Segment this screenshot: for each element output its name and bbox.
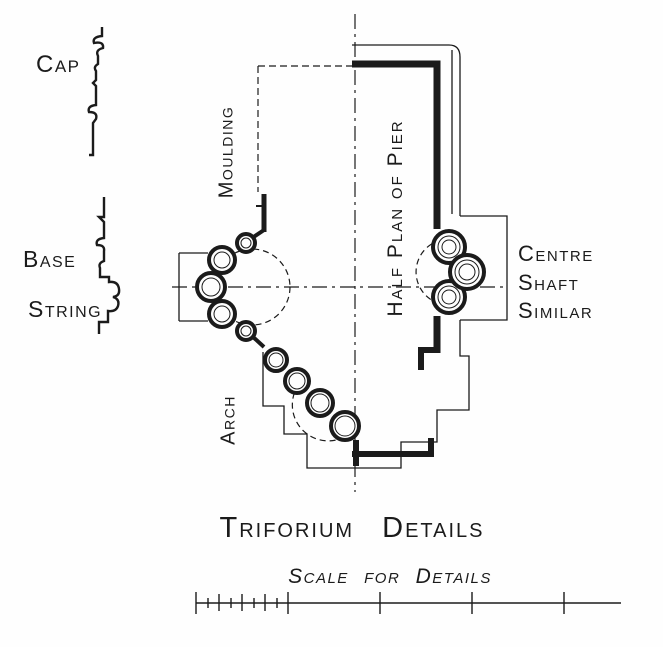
base-label: Base	[23, 246, 77, 272]
pier-wall-step	[418, 347, 437, 370]
cap-label: Cap	[36, 51, 81, 78]
cluster-dashed-circle	[213, 248, 291, 326]
base-string-profile-drawing	[95, 197, 121, 334]
arch-label: Arch	[217, 395, 240, 445]
scale-bar	[195, 592, 621, 614]
centre-shaft-line-2: Shaft	[518, 269, 580, 295]
pier-shaft-cluster-inner-lines	[201, 237, 252, 337]
centre-shaft-line-1: Centre	[518, 241, 594, 266]
pier-shaft-cluster	[195, 232, 257, 342]
drawing-title: Triforium Details	[219, 511, 485, 544]
scale-title: Scale for Details	[288, 564, 492, 588]
cluster-lower-connector	[250, 334, 266, 349]
half-plan-of-pier-label: Half Plan of Pier	[383, 119, 407, 317]
moulding-label: Moulding	[215, 105, 238, 199]
string-label: String	[28, 296, 103, 322]
centre-shaft-similar-label: Centre Shaft Similar	[518, 240, 594, 326]
trefoil-dashed-arc	[415, 239, 442, 305]
centre-shaft-trefoil-inner-lines	[437, 235, 480, 309]
pier-wall-thick	[352, 60, 441, 229]
cap-profile-drawing	[87, 27, 105, 157]
centre-shaft-line-3: Similar	[518, 298, 594, 324]
arch-moulding-scallops	[263, 347, 361, 442]
arch-scallops-inner-lines	[268, 352, 356, 437]
